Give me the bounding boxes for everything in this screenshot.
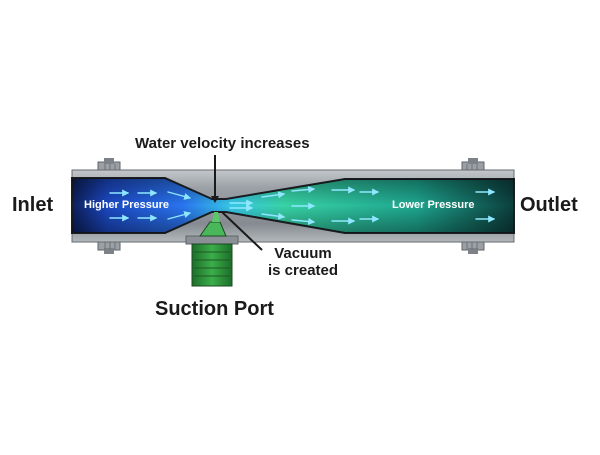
velocity-leader-tip — [211, 196, 219, 203]
velocity-callout: Water velocity increases — [135, 135, 310, 152]
vacuum-callout-line1: Vacuum — [274, 245, 332, 262]
suction-port — [185, 212, 239, 287]
vacuum-leader-line — [221, 211, 263, 251]
outlet-label: Outlet — [520, 194, 578, 216]
vacuum-callout: Vacuum is created — [268, 245, 338, 279]
lower-pressure-label: Lower Pressure — [392, 199, 475, 211]
higher-pressure-label: Higher Pressure — [84, 199, 169, 211]
inlet-label: Inlet — [12, 194, 54, 216]
vacuum-callout-line2: is created — [268, 262, 339, 279]
suction-port-label: Suction Port — [155, 298, 274, 320]
flow-arrows — [109, 186, 496, 225]
